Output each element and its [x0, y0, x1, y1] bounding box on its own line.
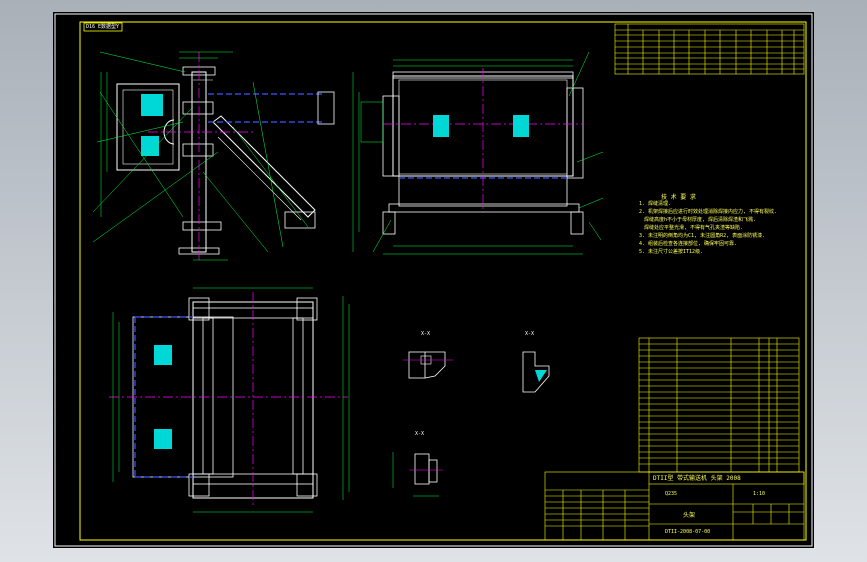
title-block	[544, 471, 805, 541]
notes-line-2: 2. 机架焊接后应进行时效处理消除焊接内应力, 不得有裂纹.	[639, 209, 778, 215]
drawing-sheet[interactable]: D16 E数据型Y 技 术 要 求 1. 焊缝清理. 2. 机架焊接后应进行时效…	[53, 12, 814, 548]
hatch-a	[141, 94, 163, 116]
section-details	[392, 351, 550, 497]
title-name: 头架	[683, 512, 696, 519]
section-label-c: X-X	[415, 431, 425, 437]
tag-box	[83, 22, 123, 32]
section-label-b: X-X	[525, 331, 535, 337]
title-project: DTII型 带式输送机 头架 2008	[653, 475, 741, 482]
title-material: Q235	[665, 491, 678, 497]
front-view	[352, 51, 604, 255]
hatch-d	[513, 115, 529, 137]
drawing-tag: D16 E数据型Y	[86, 24, 120, 30]
notes-heading: 技 术 要 求	[661, 194, 696, 201]
plan-view	[109, 287, 350, 513]
revision-grid	[614, 23, 805, 75]
hatch-e	[154, 345, 172, 365]
notes-line-1: 1. 焊缝清理.	[639, 201, 672, 207]
title-drawing-no: DTII-2008-07-00	[665, 529, 711, 535]
sheet-border	[54, 13, 813, 547]
side-view	[92, 51, 335, 262]
notes-line-6: 4. 组装后检查各连接部位, 确保牢固可靠.	[639, 241, 738, 247]
drawing-frame	[79, 21, 807, 541]
notes-line-4: 焊缝处应平整光滑, 不得有气孔夹渣等缺陷.	[644, 225, 744, 231]
hatch-b	[141, 136, 159, 156]
notes-line-5: 3. 未注明的倒角均为C1, 未注圆角R2, 表面涂防锈漆.	[639, 233, 766, 239]
parts-list	[638, 337, 800, 473]
notes-line-3: 焊缝高度h不小于母材厚度, 焊后清除焊渣和飞溅.	[644, 217, 757, 223]
notes-line-7: 5. 未注尺寸公差按IT12级.	[639, 249, 704, 255]
hatch-f	[154, 429, 172, 449]
section-label-a: X-X	[421, 331, 431, 337]
title-scale: 1:10	[753, 491, 766, 497]
cad-drawing	[54, 13, 813, 547]
hatch-c	[433, 115, 449, 137]
